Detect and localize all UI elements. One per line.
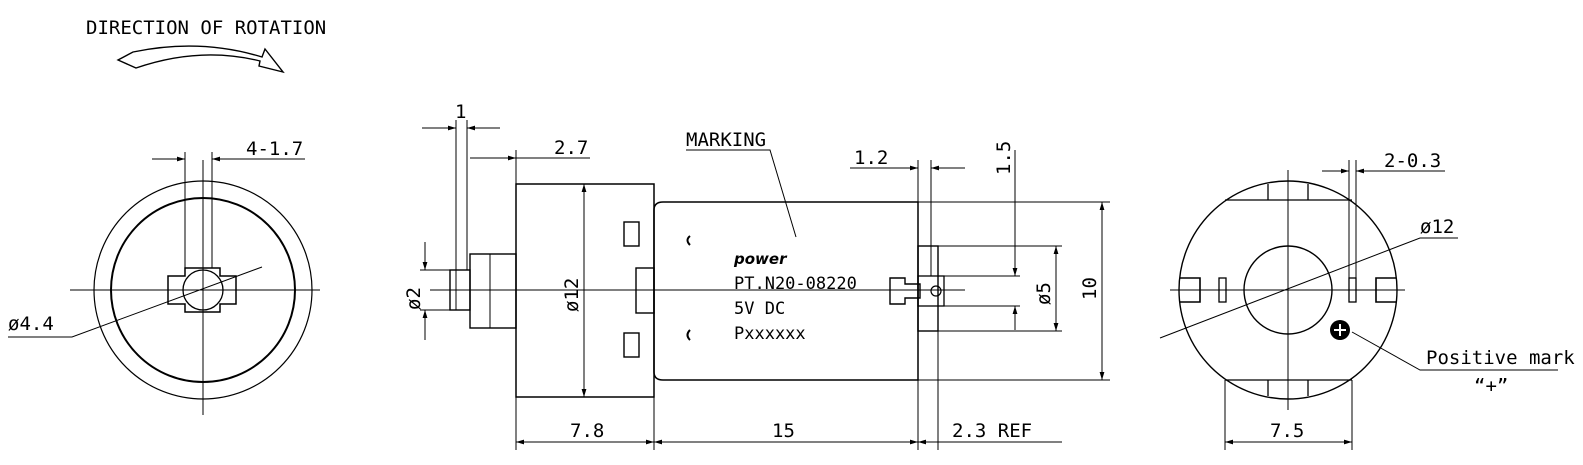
dim-1.2-label: 1.2	[854, 147, 888, 169]
rear-terminal-left	[1180, 277, 1201, 303]
dim-2.3-label: 2.3 REF	[952, 420, 1032, 442]
positive-leader	[1351, 331, 1558, 371]
output-gear	[469, 253, 517, 329]
dim-2-label: ø2	[403, 287, 425, 310]
rotation-label: DIRECTION OF ROTATION	[86, 17, 326, 39]
rotation-indicator: DIRECTION OF ROTATION	[86, 17, 326, 74]
dim-15-label: 15	[772, 420, 795, 442]
shaft-cross-key	[167, 267, 237, 313]
voltage-marking: 5V DC	[734, 299, 785, 319]
dim-12-label: ø12	[561, 278, 583, 312]
shaft-dia-leader	[8, 266, 263, 338]
dim-1-label: 1	[455, 101, 466, 123]
side-view	[420, 120, 1110, 450]
rear-dia-leader	[1159, 237, 1458, 339]
lot-marking: Pxxxxxx	[734, 324, 806, 344]
terminal-hole	[930, 285, 942, 297]
front-view	[8, 152, 320, 415]
positive-mark-icon	[1330, 320, 1350, 340]
rear-terminal-dim-label: 2-0.3	[1384, 150, 1441, 172]
motor-marking: power PT.N20-08220 5V DC Pxxxxxx	[733, 250, 857, 344]
rear-terminal-right	[1375, 277, 1396, 303]
rear-brush-left	[1218, 277, 1227, 303]
rotation-arrow	[116, 45, 285, 74]
dim-5-label: ø5	[1033, 282, 1055, 305]
vent-mark-top	[686, 235, 691, 246]
gearbox-slot-top	[623, 221, 640, 247]
shaft-circle	[182, 269, 224, 311]
rear-dia-label: ø12	[1420, 216, 1454, 238]
end-cap	[917, 245, 939, 332]
brand-logo: power	[733, 250, 788, 268]
part-number: PT.N20-08220	[734, 274, 857, 294]
shaft-dia-label: ø4.4	[8, 313, 54, 335]
positive-mark-symbol: “+”	[1474, 375, 1508, 397]
dim-7.8-label: 7.8	[570, 420, 604, 442]
terminal-left	[889, 277, 921, 305]
marking-leader	[686, 149, 797, 238]
positive-mark-label: Positive mark	[1426, 347, 1575, 369]
dim-1.5-label: 1.5	[993, 141, 1015, 175]
rear-width-label: 7.5	[1270, 420, 1304, 442]
rear-view	[1159, 160, 1558, 450]
marking-callout: MARKING	[686, 129, 766, 151]
slot-dim-label: 4-1.7	[246, 138, 303, 160]
rear-brush-right	[1348, 277, 1357, 303]
dim-10-label: 10	[1079, 277, 1101, 300]
motor-can	[653, 201, 919, 381]
vent-mark-bottom	[686, 329, 691, 341]
gearbox-slot-bottom	[623, 332, 640, 358]
dim-2.7-label: 2.7	[554, 137, 588, 159]
